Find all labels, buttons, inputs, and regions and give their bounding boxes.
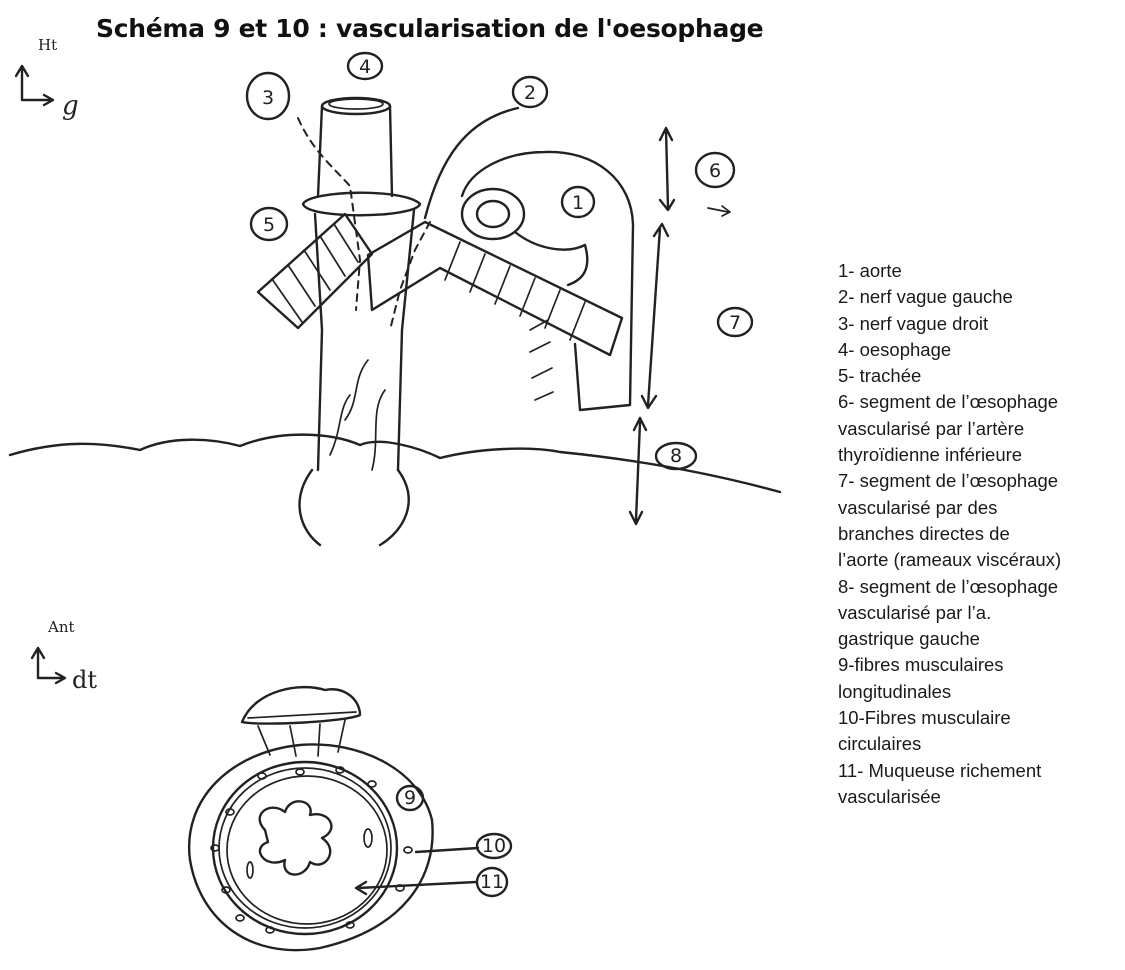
legend-line: 6- segment de l’œsophage bbox=[838, 391, 1059, 413]
vagus-nerve-right bbox=[297, 117, 362, 311]
esophagus-vascularization-drawing: Ht g An bbox=[8, 36, 782, 952]
page-title: Schéma 9 et 10 : vascularisation de l'oe… bbox=[96, 14, 764, 43]
callout-7: 7 bbox=[716, 306, 754, 338]
legend-line: 11- Muqueuse richement bbox=[838, 759, 1042, 781]
legend-line: vascularisée bbox=[838, 785, 941, 807]
callout-5: 5 bbox=[249, 206, 289, 242]
callout-11: 11 bbox=[354, 866, 509, 898]
legend-line: 10-Fibres musculaire bbox=[838, 707, 1011, 729]
axis-label-anterior: Ant bbox=[47, 618, 75, 636]
svg-text:9: 9 bbox=[404, 787, 416, 809]
axis-label-up: Ht bbox=[38, 36, 57, 54]
legend-line: 2- nerf vague gauche bbox=[838, 286, 1013, 308]
legend-line: gastrique gauche bbox=[838, 628, 980, 650]
callout-8: 8 bbox=[654, 441, 698, 471]
legend-line: 1- aorte bbox=[838, 260, 902, 281]
esophagus bbox=[298, 96, 422, 547]
legend-line: circulaires bbox=[838, 733, 922, 755]
svg-text:5: 5 bbox=[263, 214, 275, 236]
legend-line: 5- trachée bbox=[838, 365, 922, 387]
svg-text:1: 1 bbox=[572, 192, 584, 214]
callout-2: 2 bbox=[511, 75, 549, 109]
svg-text:6: 6 bbox=[709, 160, 721, 182]
axis-label-right: g bbox=[62, 91, 79, 121]
legend-line: longitudinales bbox=[838, 680, 952, 702]
vagus-nerve-left bbox=[389, 221, 431, 331]
callout-4: 4 bbox=[346, 51, 384, 81]
svg-text:10: 10 bbox=[482, 835, 506, 857]
legend-line: vascularisé par l’artère bbox=[838, 417, 1025, 439]
axis-arrows bbox=[14, 64, 55, 107]
callout-9: 9 bbox=[395, 784, 425, 812]
legend-line: 8- segment de l’œsophage bbox=[838, 575, 1059, 597]
legend-line: branches directes de bbox=[838, 522, 1010, 544]
diaphragm bbox=[8, 433, 782, 494]
svg-text:7: 7 bbox=[729, 312, 741, 334]
legend: 1- aorte 2- nerf vague gauche 3- nerf vagu… bbox=[838, 258, 1125, 810]
legend-line: vascularisé par des bbox=[838, 496, 998, 518]
orientation-axes-top: Ht g bbox=[14, 36, 79, 121]
legend-line: thyroïdienne inférieure bbox=[838, 444, 1023, 466]
vagus-nerve-left-pointer bbox=[423, 106, 520, 220]
callout-3: 3 bbox=[245, 71, 291, 121]
legend-line: 9-fibres musculaires bbox=[838, 654, 1004, 676]
orientation-axes-bottom: Ant dt bbox=[30, 618, 97, 694]
svg-text:2: 2 bbox=[524, 82, 536, 104]
legend-line: 3- nerf vague droit bbox=[838, 312, 989, 334]
legend-line: vascularisé par l’a. bbox=[838, 601, 992, 623]
legend-line: l’aorte (rameaux viscéraux) bbox=[838, 549, 1062, 571]
callouts: 1 2 3 4 5 6 7 8 bbox=[245, 51, 754, 898]
callout-6: 6 bbox=[694, 151, 736, 189]
svg-text:3: 3 bbox=[262, 87, 274, 109]
esophagus-cross-section bbox=[187, 685, 434, 952]
callout-1: 1 bbox=[560, 185, 596, 219]
svg-text:11: 11 bbox=[480, 871, 504, 893]
bronchus-band bbox=[366, 220, 624, 357]
legend-line: 4- oesophage bbox=[838, 338, 952, 360]
callout-10: 10 bbox=[414, 832, 513, 860]
svg-text:4: 4 bbox=[359, 56, 371, 78]
legend-line: 7- segment de l’œsophage bbox=[838, 470, 1059, 492]
aorta bbox=[460, 150, 635, 412]
segment-arrows bbox=[628, 126, 731, 526]
axis-label-right-side: dt bbox=[72, 666, 97, 694]
svg-text:8: 8 bbox=[670, 445, 682, 467]
axis-arrows-bottom bbox=[30, 646, 67, 685]
